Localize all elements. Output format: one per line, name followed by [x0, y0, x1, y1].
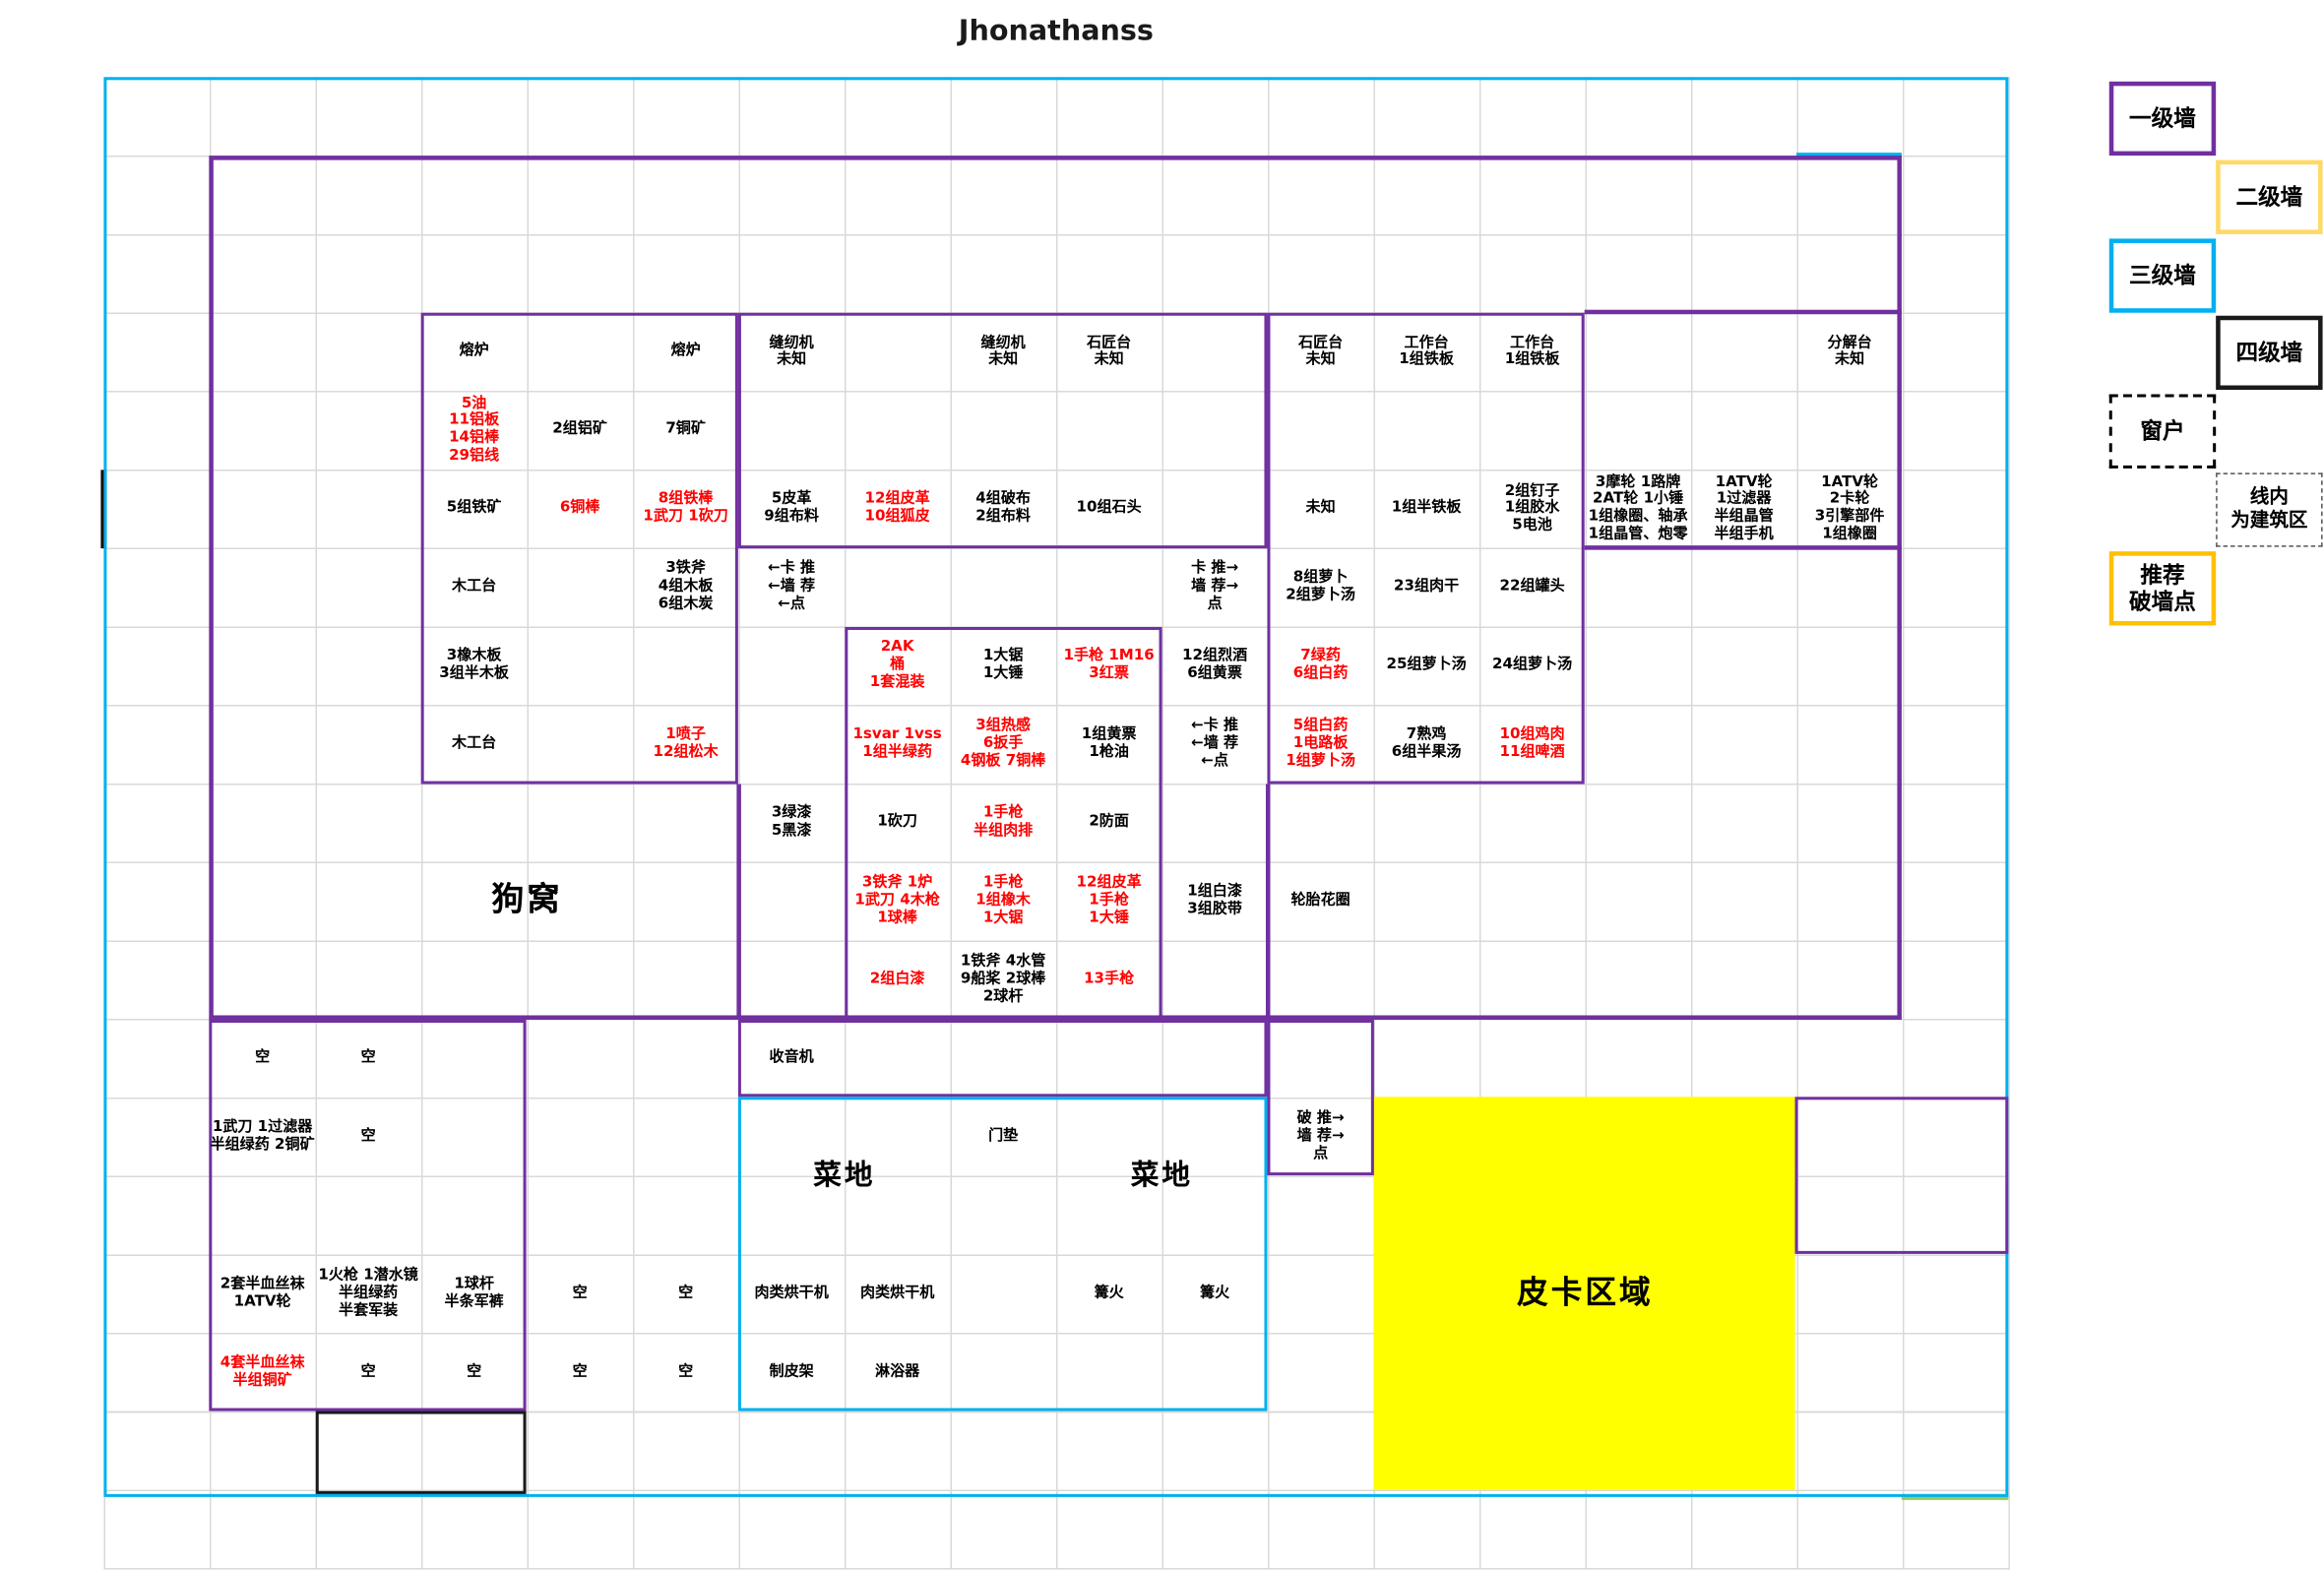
map-cell: 木工台	[452, 578, 497, 596]
map-cell: 1手枪 1M16 3红票	[1063, 648, 1155, 682]
area-label: 菜地	[813, 1159, 876, 1192]
map-cell: 空	[678, 1285, 694, 1301]
map-cell: 石匠台 未知	[1298, 334, 1344, 368]
map-cell: 门垫	[988, 1127, 1019, 1145]
map-cell: 7绿药 6组白药	[1292, 648, 1349, 682]
area-label: 皮卡区域	[1517, 1275, 1654, 1311]
map-cell: 空	[572, 1362, 588, 1380]
map-cell: 熔炉	[459, 343, 489, 360]
map-cell: 肉类烘干机	[754, 1285, 829, 1301]
map-cell: 空	[678, 1362, 694, 1380]
map-cell: 25组萝卜汤	[1386, 657, 1467, 673]
map-cell: 3绿漆 5黑漆	[771, 804, 812, 840]
map-cell: 木工台	[452, 735, 497, 752]
map-cell: 2组钉子 1组胶水 5电池	[1504, 482, 1560, 534]
map-cell: 2套半血丝袜 1ATV轮	[220, 1276, 305, 1310]
map-cell: 卡 推→ 墙 荐→ 点	[1191, 560, 1239, 612]
map-cell: 熔炉	[670, 343, 701, 360]
legend-item-note: 线内 为建筑区	[2216, 472, 2323, 547]
map-cell: 1手枪 1组橡木 1大锯	[975, 874, 1031, 926]
map-cell: 制皮架	[769, 1362, 814, 1380]
map-cell: 8组萝卜 2组萝卜汤	[1286, 569, 1355, 604]
map-cell: 空	[360, 1362, 376, 1380]
area-label: 狗窝	[491, 881, 563, 919]
map-cell: 2组铝矿	[552, 421, 607, 438]
map-cell: 空	[360, 1127, 376, 1145]
map-cell: 1ATV轮 2卡轮 3引擎部件 1组橡圈	[1814, 473, 1885, 543]
map-cell: 工作台 1组铁板	[1399, 334, 1454, 368]
map-cell: 7铜矿	[665, 421, 706, 438]
map-cell: 24组萝卜汤	[1491, 657, 1573, 673]
map-cell: 5组白药 1电路板 1组萝卜汤	[1286, 718, 1355, 770]
map-cell: 1组黄票 1枪油	[1081, 726, 1137, 761]
map-cell: 1武刀 1过滤器 半组绿药 2铜矿	[210, 1118, 315, 1154]
map-cell: 淋浴器	[875, 1362, 920, 1380]
map-cell: 1ATV轮 1过滤器 半组晶管 半组手机	[1714, 473, 1774, 543]
area-label: 菜地	[1130, 1159, 1194, 1192]
map-cell: ←卡 推 ←墙 荐 ←点	[768, 560, 816, 612]
map-cell: 破 推→ 墙 荐→ 点	[1296, 1110, 1345, 1162]
map-cell: 缝纫机 未知	[769, 334, 814, 368]
map-cell: 22组罐头	[1499, 578, 1565, 596]
page-title: Jhonathanss	[958, 15, 1154, 48]
legend-item-wall4: 四级墙	[2216, 316, 2323, 391]
map-cell: 7熟鸡 6组半果汤	[1391, 726, 1462, 761]
map-cell: ←卡 推 ←墙 荐 ←点	[1191, 718, 1239, 770]
map-cell: 缝纫机 未知	[980, 334, 1026, 368]
map-cell: 1球杆 半条军裤	[444, 1276, 504, 1310]
map-cell: 3铁斧 1炉 1武刀 4木枪 1球棒	[854, 874, 940, 926]
map-cell: 5皮革 9组布料	[764, 491, 819, 526]
map-cell: 分解台 未知	[1827, 334, 1872, 368]
map-cell: 12组皮革 10组狐皮	[864, 491, 930, 526]
map-cell: 4组破布 2组布料	[975, 491, 1031, 526]
map-cell: 12组皮革 1手枪 1大锤	[1076, 874, 1142, 926]
map-cell: 10组鸡肉 11组啤酒	[1499, 726, 1565, 761]
map-cell: 1手枪 半组肉排	[974, 804, 1034, 840]
map-cell: 肉类烘干机	[859, 1285, 935, 1301]
map-cell: 轮胎花圈	[1290, 892, 1350, 910]
map-cell: 空	[360, 1049, 376, 1066]
map-cell: 5组铁矿	[446, 499, 502, 517]
legend-item-window: 窗户	[2108, 394, 2217, 470]
map-cell: 1铁斧 4水管 9船桨 2球棒 2球杆	[960, 953, 1046, 1005]
legend-item-wall1: 一级墙	[2108, 81, 2217, 157]
map-cell: 1砍刀	[877, 813, 917, 831]
map-cell: 未知	[1305, 499, 1336, 517]
map-cell: 空	[467, 1362, 482, 1380]
map-cell: 篝火	[1200, 1285, 1230, 1301]
map-cell: 石匠台 未知	[1087, 334, 1132, 368]
map-cell: 空	[572, 1285, 588, 1301]
map-cell: 13手枪	[1084, 971, 1135, 987]
map-cell: 3铁斧 4组木板 6组木炭	[658, 560, 714, 612]
map-cell: 5油 11铝板 14铝棒 29铝线	[449, 395, 500, 465]
map-cell: 篝火	[1094, 1285, 1124, 1301]
map-cell: 2AK 桶 1套混装	[869, 639, 925, 691]
map-cell: 1火枪 1潜水镜 半组绿药 半套军装	[318, 1267, 418, 1319]
map-cell: 6铜棒	[559, 499, 600, 517]
legend-item-wall2: 二级墙	[2216, 159, 2323, 234]
map-cell: 1大锯 1大锤	[982, 648, 1024, 682]
map-cell: 10组石头	[1076, 499, 1142, 517]
map-cell: 3摩轮 1路牌 2AT轮 1小锤 1组橡圈、轴承 1组晶管、炮零	[1588, 473, 1688, 543]
map-cell: 工作台 1组铁板	[1504, 334, 1560, 368]
legend-item-wall3: 三级墙	[2108, 237, 2217, 313]
map-cell: 空	[255, 1049, 271, 1066]
map-cell: 2防面	[1089, 813, 1129, 831]
map-cell: 1svar 1vss 1组半绿药	[852, 726, 942, 761]
map-cell: 8组铁棒 1武刀 1砍刀	[643, 491, 728, 526]
map-cell: 1喷子 12组松木	[653, 726, 719, 761]
map-cell: 1组半铁板	[1391, 499, 1462, 517]
map-cell: 收音机	[769, 1049, 814, 1066]
map-cell: 12组烈酒 6组黄票	[1182, 648, 1248, 682]
map-cell: 3组热感 6扳手 4钢板 7铜棒	[960, 718, 1046, 770]
map-cell: 1组白漆 3组胶带	[1187, 883, 1242, 918]
map-cell: 23组肉干	[1394, 578, 1460, 596]
legend-item-break: 推荐 破墙点	[2108, 550, 2217, 626]
map-cell: 2组白漆	[869, 971, 925, 987]
map-cell: 4套半血丝袜 半组铜矿	[220, 1354, 305, 1389]
map-cell: 3橡木板 3组半木板	[439, 648, 509, 682]
